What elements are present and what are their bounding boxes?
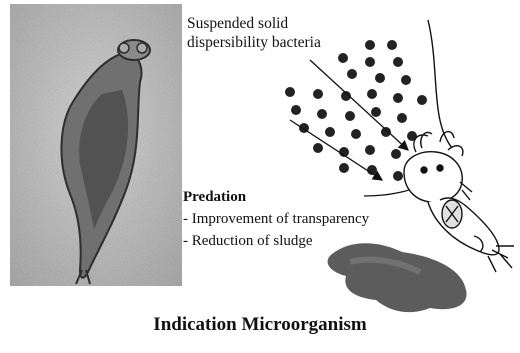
bacteria-dots: [285, 40, 427, 181]
bacteria-dot: [325, 127, 335, 137]
bacteria-dot: [345, 111, 355, 121]
bacteria-dot: [387, 40, 397, 50]
bacteria-dot: [393, 57, 403, 67]
sludge-blob: [328, 243, 467, 312]
bacteria-dot: [313, 143, 323, 153]
bacteria-dot: [365, 145, 375, 155]
bacteria-dot: [371, 107, 381, 117]
predation-item-sludge: - Reduction of sludge: [183, 232, 313, 250]
bacteria-dot: [381, 127, 391, 137]
bacteria-dot: [397, 113, 407, 123]
predation-title: Predation: [183, 189, 246, 206]
bacteria-dot: [393, 93, 403, 103]
bacteria-dot: [291, 105, 301, 115]
bacteria-dot: [317, 109, 327, 119]
figure-caption: Indication Microorganism: [0, 314, 520, 336]
bacteria-dot: [313, 89, 323, 99]
bacteria-dot: [367, 89, 377, 99]
predation-item-transparency: - Improvement of transparency: [183, 210, 369, 228]
bacteria-dot: [375, 73, 385, 83]
bacteria-dot: [339, 163, 349, 173]
bacteria-dot: [417, 95, 427, 105]
bacteria-dot: [401, 75, 411, 85]
rotifer-sketch: [404, 132, 514, 272]
bacteria-dot: [347, 69, 357, 79]
current-curve-upper: [428, 20, 452, 148]
bacteria-dot: [365, 40, 375, 50]
bacteria-dot: [365, 57, 375, 67]
bacteria-dot: [351, 129, 361, 139]
bacteria-dot: [338, 53, 348, 63]
bacteria-dot: [285, 87, 295, 97]
bacteria-dot: [391, 149, 401, 159]
bacteria-dot: [393, 171, 403, 181]
